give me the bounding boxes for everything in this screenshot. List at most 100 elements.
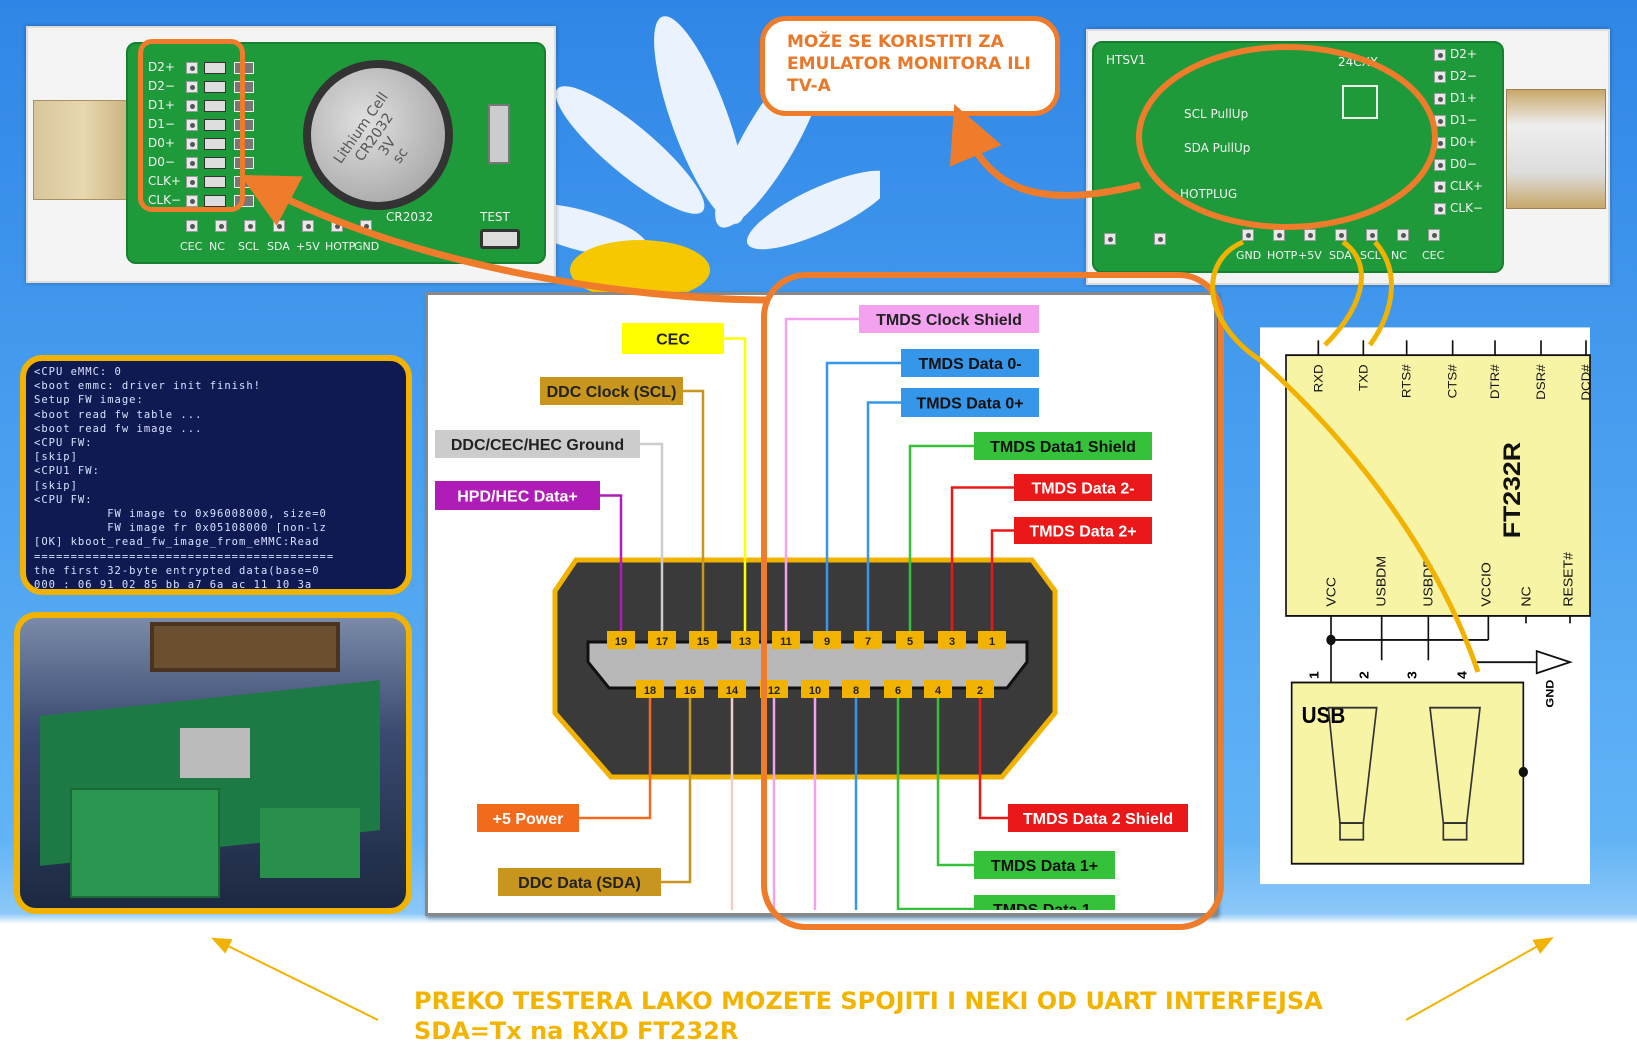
- tester-board-2: [260, 808, 360, 878]
- header-pad: [1304, 229, 1316, 241]
- chip-pin-label: NC: [1519, 586, 1533, 607]
- pin-number: 1: [989, 636, 995, 648]
- gnd-label: GND: [1543, 679, 1556, 707]
- pin-10: [801, 680, 829, 698]
- pin-label-18: +5 Power: [493, 811, 564, 828]
- terminal-line: <boot read fw image ...: [34, 422, 203, 435]
- pin-number: 5: [907, 636, 913, 648]
- pin-label-9: TMDS Data 0-: [918, 356, 1021, 373]
- callout-line-3: TV-A: [787, 76, 831, 96]
- chip-pin-label: VCCIO: [1479, 562, 1493, 606]
- uart-boot-log-photo: <CPU eMMC: 0<boot emmc: driver init fini…: [20, 355, 412, 595]
- pin-wire-5: [908, 444, 974, 635]
- pin-label-box-7: [901, 388, 1039, 417]
- hdmi-pin-label: D1−: [1450, 113, 1477, 127]
- pin-wire-10: [813, 695, 817, 910]
- hotplug-label: HOTPLUG: [1180, 187, 1238, 201]
- pin-13: [731, 631, 759, 649]
- led: [204, 100, 226, 112]
- pin-14: [718, 680, 746, 698]
- chip-pin-label: DTR#: [1489, 364, 1502, 399]
- pin-label-5: TMDS Data1 Shield: [990, 439, 1136, 456]
- header-pin-label: SDA: [1329, 249, 1352, 262]
- terminal-line: <CPU eMMC: 0: [34, 366, 122, 378]
- pin-17: [648, 631, 676, 649]
- pin-number: 14: [726, 685, 739, 697]
- pin-15: [689, 631, 717, 649]
- usb-pin-number: 1: [1307, 671, 1321, 679]
- pin-label-3: TMDS Data 2-: [1031, 481, 1134, 498]
- test-pad: [186, 100, 198, 112]
- terminal-line: the first 32-byte entrypted data(base=0: [34, 564, 320, 577]
- chip-name: FT232R: [1499, 442, 1526, 538]
- terminal-line: [OK] kboot_read_fw_image_from_eMMC:Read: [34, 536, 320, 549]
- pin-7: [854, 631, 882, 649]
- pin-wire-3: [950, 486, 1014, 635]
- header-pin-label: NC: [1391, 249, 1407, 262]
- pin-9: [813, 631, 841, 649]
- pin-label-box-17: [435, 430, 640, 458]
- hdmi-pin-label: D1−: [148, 117, 175, 131]
- mount-pad: [1104, 233, 1116, 245]
- test-pad: [1434, 49, 1446, 61]
- header-pin-label: CEC: [1422, 249, 1445, 262]
- pin-label-box-4: [974, 851, 1115, 879]
- caption-line-2: SDA=Tx na RXD FT232R: [414, 1017, 739, 1045]
- header-pad: [1335, 229, 1347, 241]
- header-pin-label: HOTP: [325, 240, 356, 253]
- terminal-line: FW image fr 0x05108000 [non-lz: [34, 522, 327, 535]
- pin-label-box-9: [901, 349, 1039, 377]
- hdmi-pin-label: D2+: [1450, 47, 1477, 61]
- hdmi-pin-label: D0−: [1450, 157, 1477, 171]
- header-pin-label: +5V: [296, 240, 320, 253]
- header-pad: [1273, 229, 1285, 241]
- header-pin-label: GND: [1236, 249, 1262, 262]
- terminal-line: ========================================…: [34, 550, 335, 563]
- hdmi-plug-right: [1506, 89, 1606, 209]
- test-label: TEST: [480, 210, 510, 224]
- pin-18: [636, 680, 664, 698]
- pin-label-13: CEC: [656, 332, 690, 349]
- test-pad: [1434, 71, 1446, 83]
- pin-wire-16: [661, 695, 692, 884]
- header-pad: [1397, 229, 1409, 241]
- pin-label-2: TMDS Data 2 Shield: [1023, 811, 1173, 828]
- chip-pin-label: CTS#: [1446, 364, 1459, 398]
- hdmi-pin-label: D0−: [148, 155, 175, 169]
- pin-label-7: TMDS Data 0+: [916, 396, 1023, 413]
- pin-wire-19: [600, 494, 623, 635]
- pin-label-box-5: [974, 432, 1152, 460]
- pin-4: [924, 680, 952, 698]
- pin-number: 13: [739, 636, 751, 648]
- pin-wire-8: [854, 695, 858, 910]
- chip-pin-label: TXD: [1357, 364, 1370, 391]
- test-pad: [186, 157, 198, 169]
- terminal-line: FW image to 0x96008000, size=0: [34, 508, 327, 521]
- hdmi-pin-label: D2−: [1450, 69, 1477, 83]
- terminal-line: <CPU FW:: [34, 437, 93, 450]
- test-pad: [186, 119, 198, 131]
- scl-pullup-label: SCL PullUp: [1184, 107, 1249, 121]
- pin-wire-15: [683, 389, 705, 635]
- pin-label-16: DDC Data (SDA): [518, 875, 641, 892]
- pin-19: [607, 631, 635, 649]
- test-pad: [1434, 93, 1446, 105]
- header-pad: [1428, 229, 1440, 241]
- hdmi-pin-label: D0+: [1450, 135, 1477, 149]
- pin-label-box-1: [1014, 517, 1152, 544]
- cr2032-label: CR2032: [386, 210, 434, 224]
- header-pad: [1366, 229, 1378, 241]
- sda-pullup-label: SDA PullUp: [1184, 141, 1251, 155]
- highlight-tmds-pins: [761, 272, 1224, 930]
- header-pad: [1242, 229, 1254, 241]
- pin-number: 10: [809, 685, 821, 697]
- pin-number: 8: [853, 685, 859, 697]
- arrow-to-schematic: [1405, 937, 1554, 1021]
- tester-pcb-photo-right: HTSV1 24CXX SCL PullUp SDA PullUp HOTPLU…: [1086, 29, 1610, 285]
- arrow-to-callout: [949, 104, 1141, 199]
- chip-pin-label: RESET#: [1561, 551, 1575, 606]
- hdmi-connector-slot: [586, 640, 1029, 690]
